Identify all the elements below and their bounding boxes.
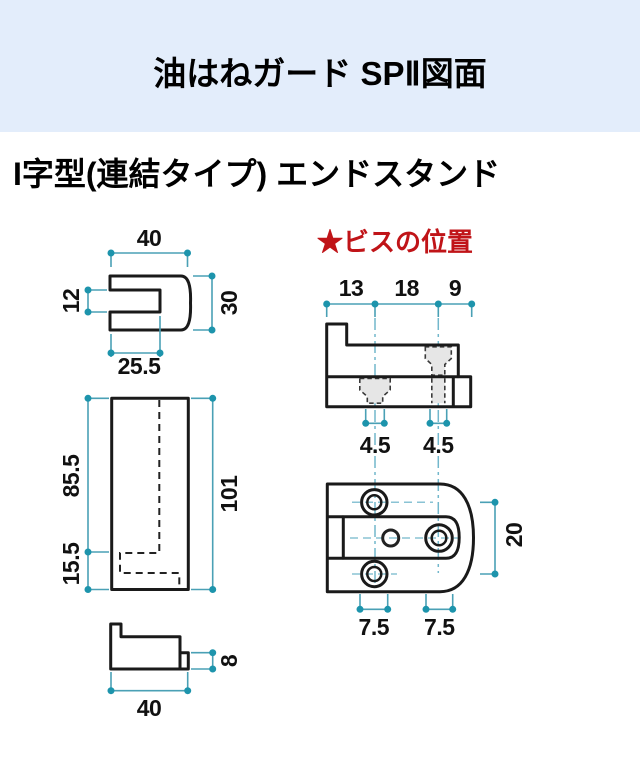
hidden-edge (119, 400, 181, 586)
dim-label: 15.5 (58, 542, 84, 585)
screw-hole-top (360, 488, 389, 517)
header-banner: 油はねガード SPⅡ図面 (0, 0, 640, 132)
dim-label: 12 (58, 289, 84, 314)
dim-label: 85.5 (58, 454, 84, 497)
dim-label: 4.5 (360, 432, 391, 458)
dim-label: 9 (449, 275, 461, 301)
side-outline (109, 622, 190, 671)
screw-side-outline (325, 322, 473, 409)
front-outline (110, 396, 190, 591)
page-title: 油はねガード SPⅡ図面 (153, 55, 487, 92)
dim-dia-7-5-right: 7.5 (422, 594, 457, 640)
dim-height-30: 30 (193, 272, 242, 334)
screw-hole-right (424, 523, 454, 553)
screw-left (359, 377, 391, 404)
u-profile-top-view: 40 12 30 (58, 225, 242, 379)
dim-base-8: 8 (191, 649, 242, 673)
dim-13-18-9: 13 18 9 (323, 275, 476, 317)
dim-label: 8 (216, 654, 242, 667)
dim-dia-7-5-left: 7.5 (356, 594, 392, 640)
dim-label: 4.5 (423, 432, 454, 458)
dim-label: 13 (339, 275, 364, 301)
dim-pitch-20: 20 (480, 498, 527, 578)
dim-label: 20 (501, 523, 527, 548)
dim-label: 7.5 (359, 614, 390, 640)
dim-label: 30 (216, 291, 242, 316)
screw-right-upper (424, 346, 453, 376)
dim-label: 25.5 (118, 353, 161, 379)
dim-width-40: 40 (107, 225, 191, 267)
part-subtitle: I字型(連結タイプ) エンドスタンド (13, 156, 501, 192)
dim-slot-depth-25-5: 25.5 (107, 316, 164, 379)
dim-label: 18 (394, 275, 419, 301)
dim-hole-4-5-right: 4.5 (423, 409, 455, 458)
u-profile-outline (108, 274, 193, 332)
front-view: 85.5 15.5 101 (58, 394, 242, 593)
dim-hole-4-5-left: 4.5 (360, 409, 391, 458)
dim-label: 7.5 (424, 614, 455, 640)
side-view: 8 40 (107, 622, 242, 721)
dim-label: 40 (137, 695, 162, 721)
dim-label: 101 (216, 475, 242, 513)
dim-slot-12: 12 (58, 286, 107, 316)
dim-width-40-bottom: 40 (107, 672, 192, 721)
dim-total-101: 101 (191, 394, 242, 593)
dim-85-5-and-15-5: 85.5 15.5 (58, 394, 109, 593)
center-hole (381, 528, 401, 548)
inner-slot-outline (341, 515, 461, 560)
dim-label: 40 (137, 225, 162, 251)
screw-top-view: 20 7.5 7.5 (325, 482, 527, 640)
screw-right-lower (431, 378, 445, 404)
top-view-outline (325, 482, 475, 594)
screw-hole-bottom (360, 559, 389, 589)
screw-position-label: ★ビスの位置 (317, 227, 473, 257)
